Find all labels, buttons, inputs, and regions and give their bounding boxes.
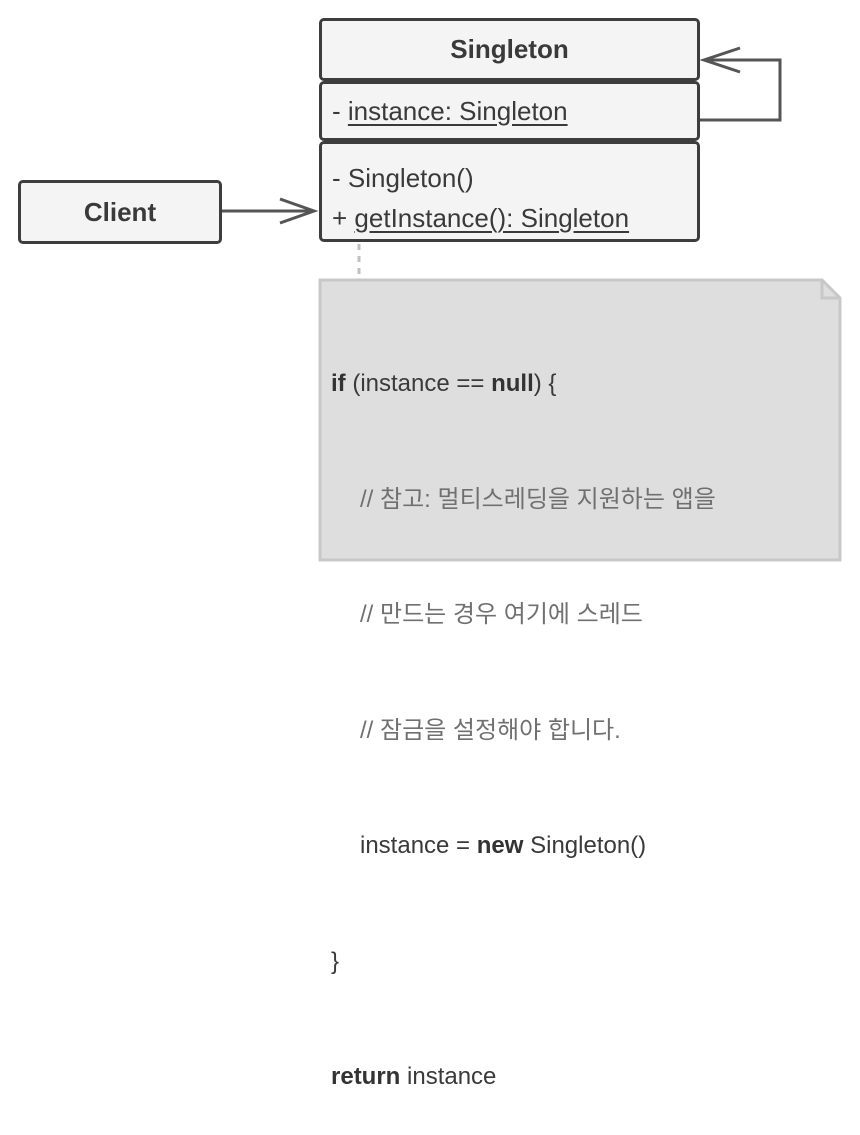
self-association-line bbox=[700, 58, 782, 122]
keyword-if: if bbox=[331, 370, 346, 397]
singleton-class-header: Singleton bbox=[319, 18, 700, 81]
method-getinstance-row: + getInstance(): Singleton bbox=[332, 198, 697, 238]
keyword-return: return bbox=[331, 1063, 401, 1090]
code-text: ) { bbox=[533, 370, 557, 397]
method-constructor: - Singleton() bbox=[332, 163, 474, 193]
note-code: if (instance == null) { // 참고: 멀티스레딩을 지원… bbox=[331, 288, 716, 1135]
client-class-name: Client bbox=[83, 196, 157, 227]
field-visibility: - bbox=[332, 95, 348, 126]
code-text: instance = bbox=[360, 832, 477, 859]
client-association-arrowhead bbox=[279, 197, 319, 225]
singleton-methods: - Singleton() + getInstance(): Singleton bbox=[319, 141, 700, 242]
self-association-arrowhead bbox=[699, 46, 741, 74]
code-text: Singleton() bbox=[523, 832, 647, 859]
field-instance: instance: Singleton bbox=[347, 95, 568, 126]
note-shape bbox=[318, 278, 842, 562]
code-close-brace: } bbox=[331, 947, 340, 975]
keyword-null: null bbox=[491, 370, 534, 397]
singleton-class-name: Singleton bbox=[450, 34, 569, 64]
client-class-box: Client bbox=[18, 180, 222, 244]
code-comment-1: // 참고: 멀티스레딩을 지원하는 앱을 bbox=[360, 485, 716, 513]
code-comment-3: // 잠금을 설정해야 합니다. bbox=[360, 716, 621, 744]
singleton-fields: - instance: Singleton bbox=[319, 81, 700, 141]
method-visibility: + bbox=[332, 203, 355, 233]
method-getinstance: getInstance(): Singleton bbox=[354, 203, 630, 233]
code-line-return: return instance bbox=[331, 1058, 716, 1097]
code-text: instance bbox=[400, 1063, 497, 1090]
keyword-new: new bbox=[476, 832, 524, 859]
code-comment-2: // 만드는 경우 여기에 스레드 bbox=[360, 601, 643, 628]
note-fold bbox=[820, 280, 840, 300]
code-text: (instance == bbox=[345, 370, 492, 397]
code-line-assign: instance = new Singleton() bbox=[331, 827, 716, 866]
code-line-if: if (instance == null) { bbox=[331, 365, 716, 404]
diagram-connectors bbox=[222, 46, 842, 562]
